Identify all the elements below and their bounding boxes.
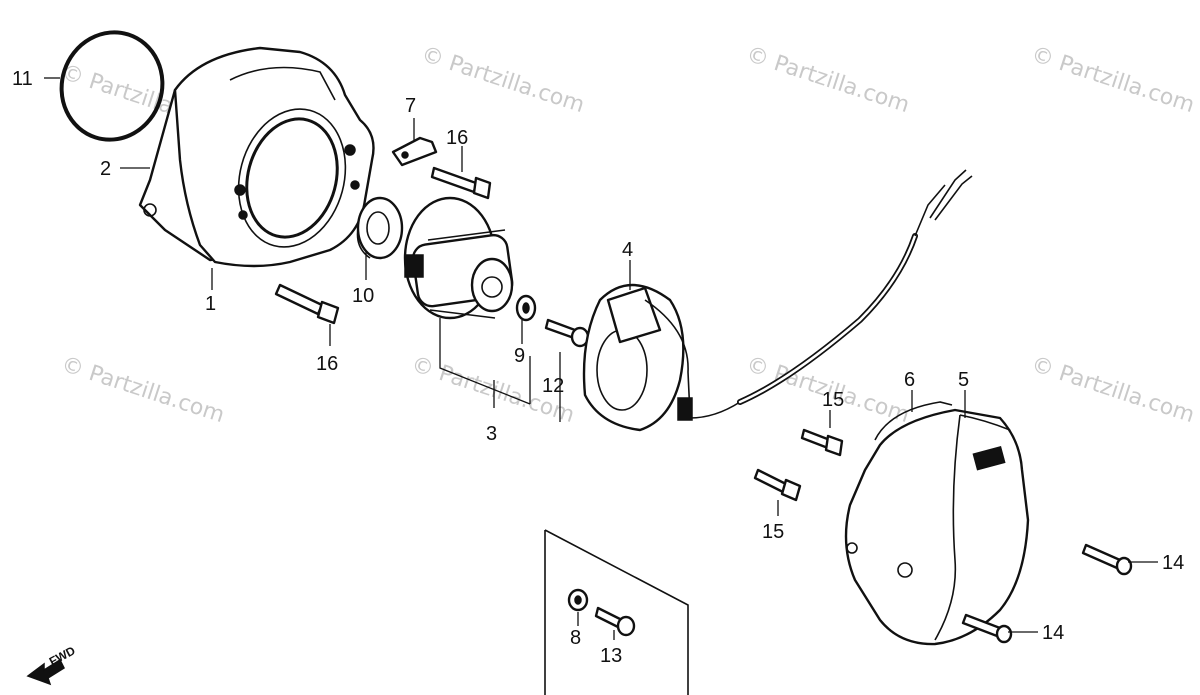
callout-8: 8 (570, 627, 581, 649)
callout-12: 12 (542, 375, 564, 397)
wire-harness (689, 169, 973, 419)
callout-4: 4 (622, 239, 633, 261)
callout-13: 13 (600, 645, 622, 667)
part-1-left-case-cover (173, 46, 375, 268)
callout-1: 1 (205, 293, 216, 315)
part-8-washer (567, 588, 589, 612)
part-7-clamp (391, 136, 438, 167)
callouts: 11 2 1 7 16 10 16 9 12 3 4 6 5 15 15 14 … (12, 68, 1184, 667)
part-15-bolt-lower (753, 468, 802, 502)
callout-11: 11 (12, 68, 33, 90)
inset-frame (544, 529, 689, 695)
leader-lines (44, 77, 1158, 640)
callout-10: 10 (352, 285, 374, 307)
part-3-stator-assembly (403, 196, 514, 320)
watermark: © Partzilla.com (743, 42, 912, 118)
callout-15: 15 (762, 521, 784, 543)
part-12-screw (544, 318, 590, 348)
watermark: © Partzilla.com (58, 352, 227, 428)
callout-5: 5 (958, 369, 969, 391)
fwd-arrow: FWD (26, 643, 78, 686)
callout-3: 3 (486, 423, 497, 445)
part-14-bolt-upper (1081, 543, 1133, 576)
callout-2: 2 (100, 158, 111, 180)
part-6-cover-gasket (874, 401, 953, 441)
callout-9: 9 (514, 345, 525, 367)
watermark: © Partzilla.com (418, 42, 587, 118)
callout-7: 7 (405, 95, 416, 117)
watermark: © Partzilla.com (1028, 42, 1197, 118)
callout-6: 6 (904, 369, 915, 391)
part-13-screw (594, 606, 636, 637)
part-11-o-ring (59, 30, 165, 142)
watermark: © Partzilla.com (1028, 352, 1197, 428)
part-16-bolt-upper (430, 166, 492, 200)
callout-16: 16 (446, 127, 468, 149)
part-14-bolt-lower (961, 613, 1013, 644)
part-4-pulser-plate (582, 283, 693, 432)
part-16-bolt-lower (274, 283, 340, 325)
callout-14: 14 (1042, 622, 1064, 644)
part-15-bolt-upper (800, 428, 844, 457)
callout-15: 15 (822, 389, 844, 411)
part-5-side-cover (844, 408, 1030, 646)
part-10-collar (356, 196, 404, 260)
callout-16: 16 (316, 353, 338, 375)
callout-14: 14 (1162, 552, 1184, 574)
part-9-washer (515, 294, 537, 322)
